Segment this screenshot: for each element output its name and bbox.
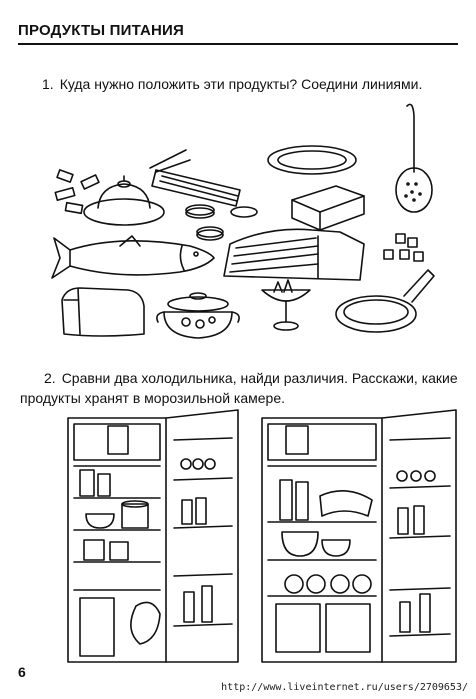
sugar-bowl-illustration <box>156 292 240 339</box>
fridge-right-illustration <box>261 409 457 663</box>
plate-illustration <box>267 145 357 175</box>
watermark: http://www.liveinternet.ru/users/2709653… <box>221 682 468 693</box>
task-1-number: 1. <box>42 76 54 92</box>
butter-block-illustration <box>291 185 365 231</box>
page-number: 6 <box>18 664 26 680</box>
page-title: ПРОДУКТЫ ПИТАНИЯ <box>18 22 185 39</box>
pasta-pack-illustration <box>149 149 241 207</box>
bread-loaf-illustration <box>61 287 145 337</box>
fish-illustration <box>51 235 215 279</box>
bread-bin-illustration <box>223 228 365 281</box>
page-header: ПРОДУКТЫ ПИТАНИЯ <box>18 22 458 45</box>
sausage-slices-illustration <box>185 204 258 241</box>
frying-pan-illustration <box>335 269 435 333</box>
sugar-cubes-illustration <box>383 233 424 262</box>
candy-cluster-illustration <box>54 169 100 215</box>
task-1: 1. Куда нужно положить эти продукты? Соед… <box>42 74 476 94</box>
task-1-text: Куда нужно положить эти продукты? Соедин… <box>59 76 423 92</box>
fridge-left-illustration <box>67 409 239 663</box>
task-2-text-line-2: продукты хранят в морозильной камере. <box>20 390 286 406</box>
task-2: 2. Сравни два холодильника, найди различи… <box>20 368 460 408</box>
fruit-bowl-illustration <box>261 279 311 331</box>
task-2-number: 2. <box>44 370 56 386</box>
ladle-illustration <box>395 103 433 213</box>
butter-dish-illustration <box>83 175 165 226</box>
task-2-text-line-1: Сравни два холодильника, найди различия.… <box>61 370 458 386</box>
header-rule <box>18 43 458 45</box>
